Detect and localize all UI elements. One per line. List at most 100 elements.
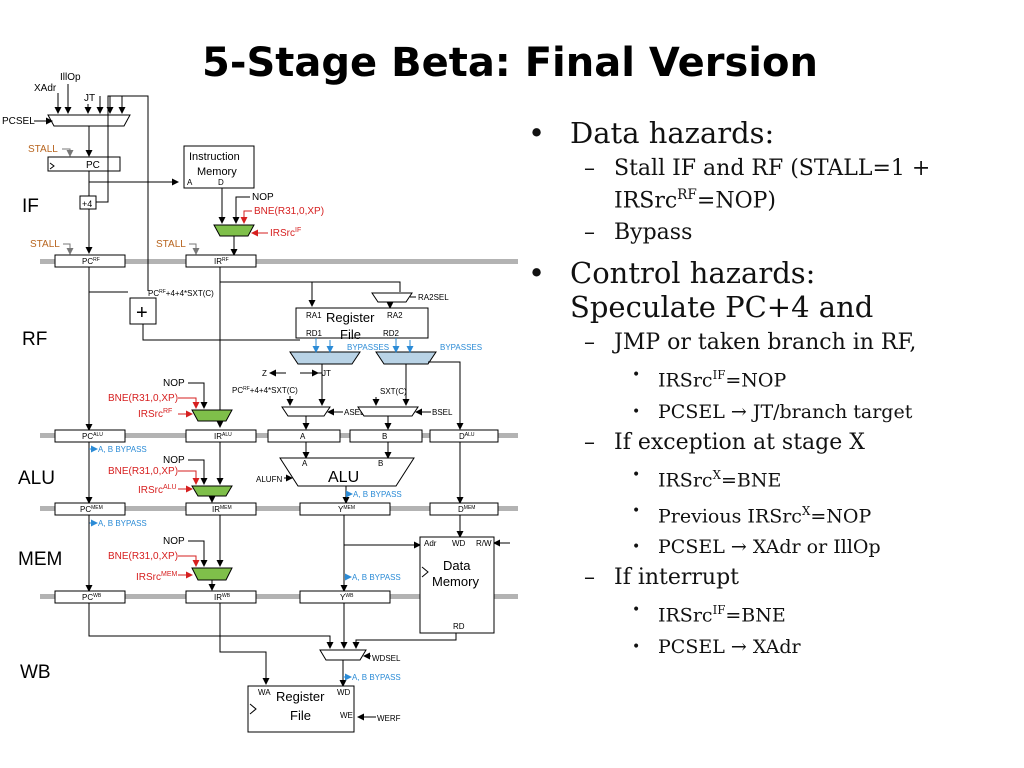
ra2sel-mux	[371, 292, 413, 303]
nop-label-if: NOP	[252, 192, 274, 203]
jt-input-label: JT	[84, 93, 95, 104]
y-wb-register	[299, 590, 391, 604]
ra2sel-label: RA2SEL	[418, 293, 449, 302]
regfile-rd2: RD2	[383, 329, 400, 338]
register-file-wb	[247, 685, 355, 733]
ir-mem-label: IRMEM	[212, 505, 232, 514]
ir-alu-register	[185, 429, 257, 443]
pc-wb-register	[54, 590, 126, 604]
dmem-line1: Data	[443, 558, 471, 573]
d-alu-register	[429, 429, 499, 443]
a-register	[267, 429, 341, 443]
ir-wb-label: IRWB	[214, 593, 231, 602]
ab-bypass-label-alu-out: A, B BYPASS	[353, 490, 402, 499]
bsel-mux	[357, 406, 419, 417]
nop-label-alu: NOP	[163, 455, 185, 466]
bullet-bypass: –Bypass	[584, 220, 693, 246]
y-mem-label: YMEM	[338, 505, 355, 514]
stage-label-rf: RF	[22, 329, 47, 350]
asel-label: ASEL	[344, 408, 365, 417]
wb-regfile-we: WE	[340, 711, 353, 720]
wdsel-mux	[319, 649, 367, 661]
regfile-line2: File	[340, 327, 361, 342]
a-register-label: A	[300, 432, 306, 441]
nop-label-mem: NOP	[163, 536, 185, 547]
plus4-label: +4	[82, 199, 92, 209]
stall-label-pc: STALL	[28, 144, 58, 155]
stall-label-pcrf: STALL	[30, 239, 60, 250]
bypass-mux-a	[289, 351, 361, 365]
d-mem-label: DMEM	[458, 505, 475, 514]
irsrc-label-alu: IRSrcALU	[138, 484, 177, 496]
bullet-jmp: –JMP or taken branch in RF,	[584, 330, 917, 356]
bne-label-alu: BNE(R31,0,XP)	[108, 466, 178, 477]
sxtc-label: SXT(C)	[380, 387, 407, 396]
wb-regfile-line2: File	[290, 708, 311, 723]
bullet-stall: –Stall IF and RF (STALL=1 + IRSrcRF=NOP)	[584, 156, 931, 214]
dmem-line2: Memory	[432, 574, 479, 589]
pc-rf-label: PCRF	[82, 257, 100, 266]
bullet-list: •Data hazards: –Stall IF and RF (STALL=1…	[528, 110, 1018, 659]
bullet-intr-pcsel: •PCSEL → XAdr	[632, 635, 801, 658]
pipeline-bar-mem-wb	[40, 594, 518, 599]
bullet-exc-prev: •Previous IRSrcX=NOP	[632, 502, 872, 528]
jt-label-rf: JT	[322, 369, 331, 378]
wb-regfile-line1: Register	[276, 689, 325, 704]
pc-register	[47, 156, 121, 172]
d-mem-register	[429, 502, 499, 516]
branch-target-label-rf: PCRF+4+4*SXT(C)	[148, 289, 214, 298]
ir-alu-label: IRALU	[214, 432, 232, 441]
bullet-control-hazards: •Control hazards:Speculate PC+4 and	[528, 256, 874, 325]
pc-register-label: PC	[86, 160, 100, 171]
wb-regfile-wd: WD	[337, 688, 351, 697]
imem-d-label: D	[218, 178, 224, 187]
ab-bypass-label-wb: A, B BYPASS	[352, 673, 401, 682]
b-register-label: B	[382, 432, 387, 441]
bullet-exc-irsrc: •IRSrcX=BNE	[632, 466, 782, 491]
bypasses-label-b: BYPASSES	[440, 343, 482, 352]
pc-mem-register	[54, 502, 126, 516]
alu-b-label: B	[378, 459, 383, 468]
pc-alu-label: PCALU	[82, 432, 103, 441]
irsrc-label-if: IRSrcIF	[270, 227, 301, 239]
bypasses-label-a: BYPASSES	[347, 343, 389, 352]
bne-label-mem: BNE(R31,0,XP)	[108, 551, 178, 562]
bullet-data-hazards: •Data hazards:	[528, 116, 775, 150]
y-wb-label: YWB	[340, 593, 354, 602]
dmem-wd: WD	[452, 539, 466, 548]
irsrc-label-mem: IRSrcMEM	[136, 571, 178, 583]
bullet-interrupt: –If interrupt	[584, 565, 740, 591]
bypass-mux-b	[375, 351, 437, 365]
irsrc-mux-mem	[191, 567, 233, 581]
dmem-rw: R/W	[476, 539, 492, 548]
pcsel-label: PCSEL	[2, 116, 35, 127]
irsrc-label-rf: IRSrcRF	[138, 408, 172, 420]
ab-bypass-label-mem: A, B BYPASS	[98, 519, 147, 528]
stage-label-if: IF	[22, 196, 39, 217]
ir-rf-label: IRRF	[214, 257, 229, 266]
alufn-label: ALUFN	[256, 475, 282, 484]
branch-target-label-alu: PCRF+4+4*SXT(C)	[232, 386, 298, 395]
xadr-label: XAdr	[34, 83, 57, 94]
pipeline-bar-alu-mem	[40, 506, 518, 511]
ir-wb-register	[185, 590, 257, 604]
bullet-exc-pcsel: •PCSEL → XAdr or IllOp	[632, 536, 881, 559]
irsrc-mux-if	[213, 224, 255, 237]
stall-label-irrf: STALL	[156, 239, 186, 250]
stage-label-mem: MEM	[18, 549, 62, 570]
d-alu-label: DALU	[459, 432, 475, 441]
pc-mem-label: PCMEM	[80, 505, 103, 514]
imem-line2: Memory	[197, 166, 237, 178]
irsrc-mux-alu	[191, 485, 233, 497]
wdsel-label: WDSEL	[372, 654, 401, 663]
ab-bypass-label-mem-y: A, B BYPASS	[352, 573, 401, 582]
regfile-rd1: RD1	[306, 329, 323, 338]
regfile-ra2: RA2	[387, 311, 403, 320]
data-memory	[419, 536, 495, 634]
register-file-rf	[295, 307, 429, 339]
pipeline-diagram: IF RF ALU MEM WB IllOp XAdr JT PCSEL STA…	[2, 72, 518, 733]
bne-label-rf: BNE(R31,0,XP)	[108, 393, 178, 404]
bullet-intr-irsrc: •IRSrcIF=BNE	[632, 602, 786, 627]
dmem-adr: Adr	[424, 539, 437, 548]
wb-regfile-wa: WA	[258, 688, 271, 697]
